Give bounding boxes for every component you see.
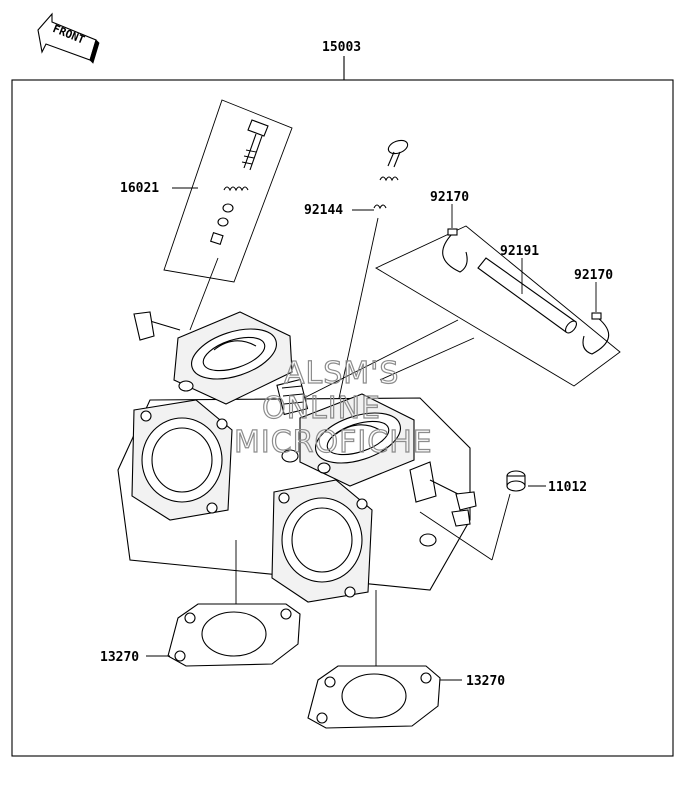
cap-group: 11012 <box>419 470 587 561</box>
watermark-line-2: ONLINE <box>262 391 381 426</box>
front-arrow-icon: FRONT <box>37 12 100 64</box>
callout-92144: 92144 <box>304 203 343 218</box>
callout-92170-right: 92170 <box>574 268 613 283</box>
callout-15003: 15003 <box>322 40 361 55</box>
watermark: ALSM'S ONLINE MICROFICHE <box>233 355 433 460</box>
callout-11012: 11012 <box>548 480 587 495</box>
gasket-right-icon: 13270 <box>307 590 505 729</box>
adjust-screw-icon <box>241 119 269 171</box>
throttle-body-icon <box>117 311 477 603</box>
callout-16021: 16021 <box>120 181 159 196</box>
hose-clip-group: 92170 92191 92170 <box>299 190 621 401</box>
callout-92191: 92191 <box>500 244 539 259</box>
callout-13270-left: 13270 <box>100 650 139 665</box>
callout-92170-left: 92170 <box>430 190 469 205</box>
assembly-frame <box>11 79 674 757</box>
gasket-left-icon: 13270 <box>100 540 301 667</box>
watermark-line-1: ALSM'S <box>284 356 399 391</box>
callout-13270-right: 13270 <box>466 674 505 689</box>
screw-kit-group: 16021 <box>120 99 293 331</box>
watermark-line-3: MICROFICHE <box>234 425 433 460</box>
